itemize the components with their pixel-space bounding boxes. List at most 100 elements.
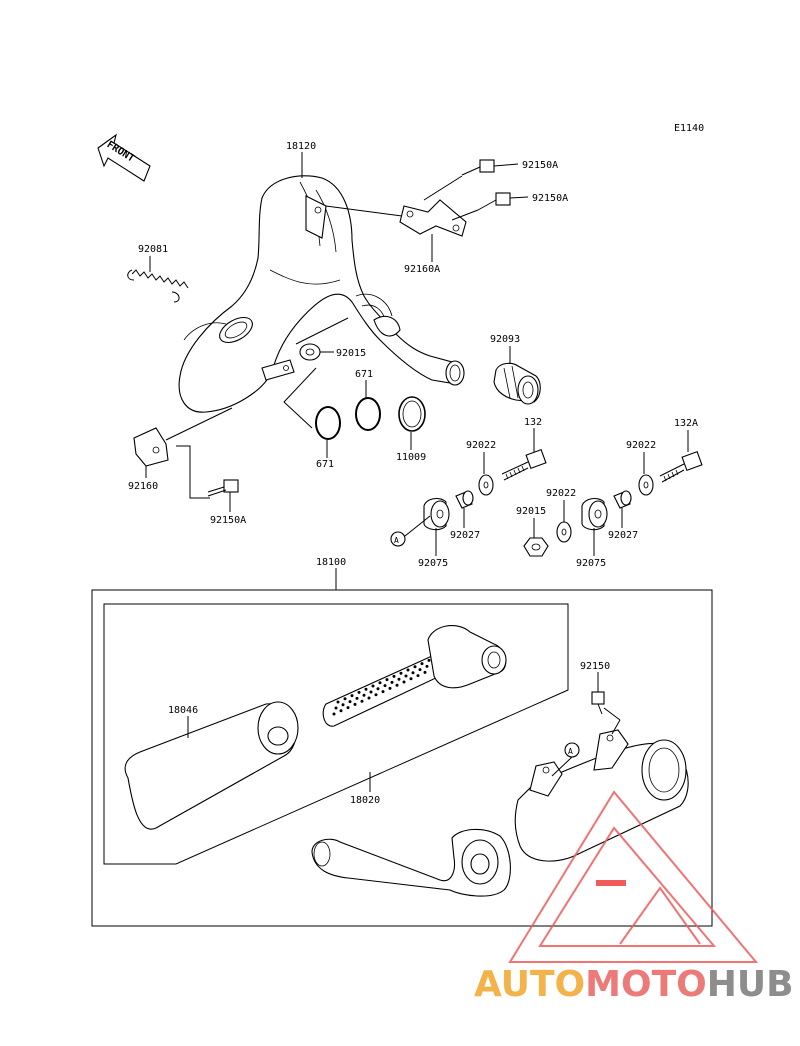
label-11009: 11009: [396, 452, 426, 463]
label-92081: 92081: [138, 244, 168, 255]
label-92022-mid: 92022: [546, 488, 576, 499]
bolt-92150: [591, 691, 621, 735]
label-92150a-upper: 92150A: [522, 160, 558, 171]
nut-92015-lower: [523, 537, 549, 557]
perforation-hole: [423, 670, 427, 674]
grommet-92075-left: [423, 497, 450, 531]
perforation-hole: [341, 703, 345, 707]
perforation-hole: [371, 684, 375, 688]
perforation-hole: [395, 683, 399, 687]
perforation-hole: [404, 674, 408, 678]
watermark-text: AUTOMOTOHUB: [474, 964, 794, 1005]
perforation-hole: [381, 690, 385, 694]
perforation-hole: [397, 677, 401, 681]
label-671-upper: 671: [355, 369, 373, 380]
silencer-assembly-frame: [91, 589, 713, 927]
bolt-132: [501, 448, 547, 481]
perforation-hole: [388, 686, 392, 690]
label-92150: 92150: [580, 661, 610, 672]
perforation-hole: [416, 674, 420, 678]
perforation-hole: [411, 671, 415, 675]
watermark-moto: MOTO: [585, 964, 707, 1005]
front-arrow-icon: FRONT: [97, 133, 151, 182]
label-18020: 18020: [350, 795, 380, 806]
label-132: 132: [524, 417, 542, 428]
perforation-hole: [367, 696, 371, 700]
perforation-hole: [332, 712, 336, 716]
label-92150a-mid: 92150A: [532, 193, 568, 204]
o-ring-671-right: [355, 397, 381, 431]
watermark-auto: AUTO: [474, 964, 585, 1005]
label-92075-left: 92075: [418, 558, 448, 569]
label-92015-upper: 92015: [336, 348, 366, 359]
perforation-hole: [348, 700, 352, 704]
washer-92022-left: [478, 474, 494, 496]
collar-92027-right: [613, 490, 632, 509]
perforation-hole: [374, 693, 378, 697]
outlet-pipe: [311, 828, 511, 897]
bolt-92150a-mid: [477, 192, 529, 211]
label-92075-right: 92075: [576, 558, 606, 569]
perforation-hole: [413, 665, 417, 669]
perforation-hole: [350, 694, 354, 698]
label-18120: 18120: [286, 141, 316, 152]
perforation-hole: [418, 668, 422, 672]
watermark-hub: HUB: [707, 964, 794, 1005]
label-132a: 132A: [674, 418, 698, 429]
perforated-core: [322, 625, 507, 727]
grommet-92093: [493, 362, 541, 405]
label-92022-right: 92022: [626, 440, 656, 451]
label-92093: 92093: [490, 334, 520, 345]
perforation-hole: [369, 690, 373, 694]
perforation-hole: [383, 684, 387, 688]
perforation-hole: [427, 658, 431, 662]
label-92022-left: 92022: [466, 440, 496, 451]
perforation-hole: [339, 709, 343, 713]
perforation-hole: [357, 690, 361, 694]
perforation-hole: [334, 706, 338, 710]
label-671-lower: 671: [316, 459, 334, 470]
label-92150a-lower: 92150A: [210, 515, 246, 526]
bolt-92150a-upper: [461, 159, 519, 176]
label-92160a: 92160A: [404, 264, 440, 275]
grommet-92075-right: [581, 497, 608, 531]
label-18046: 18046: [168, 705, 198, 716]
inner-parts-frame: [103, 603, 569, 865]
washer-92022-mid: [556, 521, 572, 543]
perforation-hole: [420, 662, 424, 666]
label-92160: 92160: [128, 481, 158, 492]
bolt-132a: [659, 450, 703, 483]
perforation-hole: [353, 702, 357, 706]
nut-92015-upper: [299, 343, 321, 361]
callout-a-lower: A: [551, 742, 580, 777]
callout-a-upper-label: A: [394, 536, 399, 545]
perforation-hole: [402, 680, 406, 684]
callout-a-lower-label: A: [568, 747, 573, 756]
perforation-hole: [392, 674, 396, 678]
label-92015-lower: 92015: [516, 506, 546, 517]
silencer-body: [514, 729, 689, 862]
perforation-hole: [343, 697, 347, 701]
label-92027-right: 92027: [608, 530, 638, 541]
perforation-hole: [362, 693, 366, 697]
perforation-hole: [360, 699, 364, 703]
perforation-hole: [364, 687, 368, 691]
perforation-hole: [425, 664, 429, 668]
perforation-hole: [409, 677, 413, 681]
label-92027-left: 92027: [450, 530, 480, 541]
expansion-chamber: [178, 175, 465, 413]
washer-92022-right: [638, 474, 654, 496]
spring-92081: [127, 269, 189, 303]
watermark-logo: [508, 790, 759, 963]
bracket-92160a: [399, 199, 467, 237]
perforation-hole: [346, 706, 350, 710]
bracket-92160: [133, 427, 169, 467]
collar-92027-left: [455, 490, 474, 509]
perforation-hole: [378, 681, 382, 685]
label-18100: 18100: [316, 557, 346, 568]
perforation-hole: [406, 668, 410, 672]
diagram-code: E1140: [674, 123, 704, 134]
o-ring-671-left: [315, 406, 341, 440]
bolt-92150a-lower: [207, 479, 239, 497]
